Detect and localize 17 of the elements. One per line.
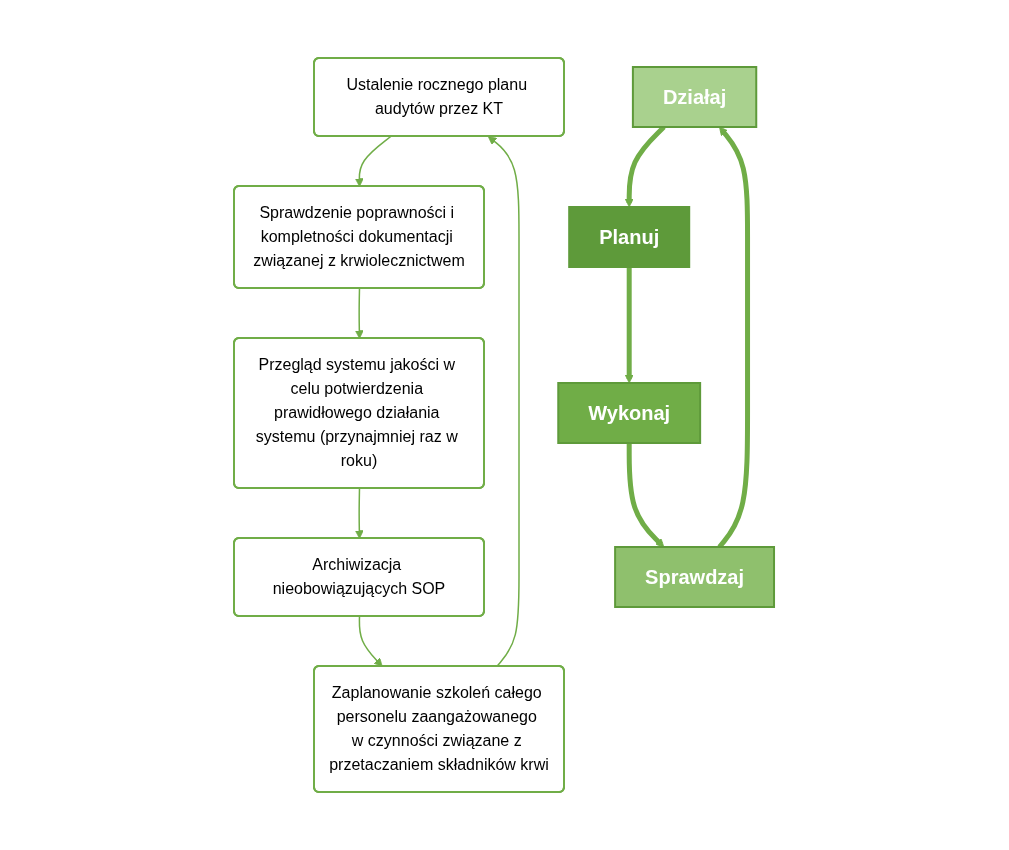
node-text: Ustalenie rocznego planu audytów przez KT: [346, 76, 528, 117]
node-text: Archiwizacja nieobowiązujących SOP: [273, 556, 446, 597]
arrow: [488, 136, 521, 668]
node-text: Zaplanowanie szkoleń całego personelu zaangażowanego w czynności związane z przetaczaniem składników krwi: [329, 684, 550, 773]
node-box: Wykonaj: [557, 382, 702, 444]
arrow: [355, 487, 365, 539]
node-box: Sprawdzaj: [614, 546, 776, 608]
arrow: [627, 443, 665, 548]
arrow: [625, 267, 635, 384]
node-text: Przegląd systemu jakości w celu potwierdzenia prawidłowego działania systemu (przynajmniej raz w roku): [256, 356, 459, 469]
arrow: [355, 135, 392, 187]
node-box: Działaj: [632, 66, 758, 128]
node-text: Sprawdzenie poprawności i kompletności dokumentacji związanej z krwiolecznictwem: [253, 204, 466, 269]
arrow: [359, 615, 384, 667]
arrow: [355, 287, 365, 339]
node-box: Planuj: [568, 206, 691, 268]
arrow: [717, 126, 751, 549]
